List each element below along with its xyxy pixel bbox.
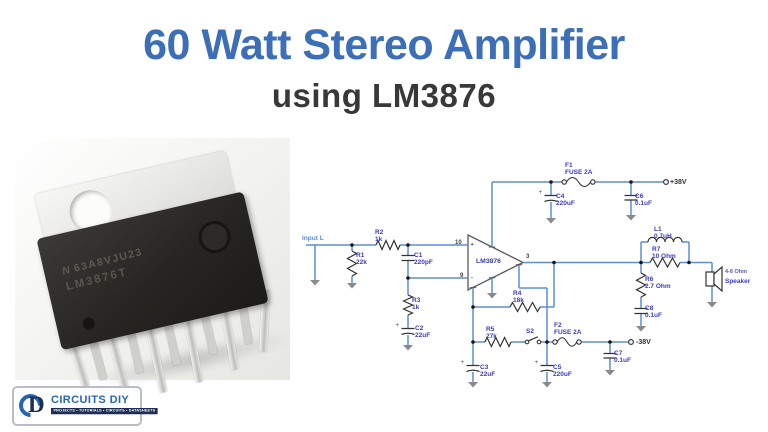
input-label: Input L — [302, 235, 324, 242]
switch-contact — [524, 339, 530, 345]
brand-tagline: PROJECTS • TUTORIALS • CIRCUITS • DATASH… — [51, 407, 158, 414]
ground-symbols — [310, 215, 717, 388]
manufacturer-logo-mark: N — [60, 263, 73, 278]
logo-text-column: CIRCUITS DIY PROJECTS • TUTORIALS • CIRC… — [51, 394, 158, 417]
fuse-terminal — [576, 339, 582, 345]
schematic-drawing: + + + + — [306, 176, 723, 388]
page-subtitle: using LM3876 — [271, 77, 497, 114]
resistor-symbols — [346, 239, 681, 348]
noninverting-mark: + — [470, 242, 474, 248]
speaker-label: Speaker — [725, 278, 751, 285]
positive-rail-label: +38V — [670, 178, 687, 186]
c3-plus-mark: + — [460, 360, 464, 366]
chip-package: N63A8VJU23 LM3876T — [2, 128, 301, 405]
label-s2: S2 — [526, 328, 534, 335]
brand-name: CIRCUITS DIY — [51, 394, 130, 407]
chip-mold-mark — [195, 217, 234, 257]
monogram-d: D — [28, 392, 45, 417]
switch-lever — [528, 336, 539, 342]
pin-number-10: 10 — [455, 240, 462, 246]
pin-number-3: 3 — [526, 254, 530, 260]
pin-stub-ticks — [469, 246, 523, 289]
c2-plus-mark: + — [395, 323, 399, 329]
ic-name: LM3876 — [476, 258, 501, 265]
fuse-terminal — [552, 339, 558, 345]
inverting-mark: - — [471, 274, 473, 281]
fuse-terminal — [561, 179, 567, 185]
c4-plus-mark: + — [538, 190, 542, 196]
junction-dots — [350, 180, 691, 344]
fuse-symbols — [556, 176, 592, 347]
schematic: + + + + — [298, 140, 768, 432]
speaker-impedance-label: 4-8 Ohm — [725, 269, 748, 275]
chip-marking: N63A8VJU23 LM3876T — [61, 245, 149, 295]
opamp-triangle — [467, 233, 525, 292]
polarized-capacitor-symbols — [401, 194, 558, 373]
negative-rail-label: -38V — [636, 338, 651, 346]
pin-number-9: 9 — [460, 273, 464, 279]
speaker-cone — [713, 265, 723, 293]
c5-plus-mark: + — [534, 360, 538, 366]
wires — [306, 181, 713, 382]
inductor-symbol — [647, 236, 683, 243]
switch-contact — [536, 339, 542, 345]
cd-monogram-icon: D — [14, 389, 47, 422]
positive-rail-terminal — [663, 178, 670, 185]
page-title: 60 Watt Stereo Amplifier — [143, 21, 625, 69]
chip-dimple — [81, 316, 96, 331]
negative-rail-terminal — [628, 339, 635, 346]
capacitor-symbols — [401, 194, 648, 359]
speaker-symbol — [705, 271, 715, 287]
chip-photo: N63A8VJU23 LM3876T — [15, 138, 296, 405]
fuse-terminal — [590, 179, 596, 185]
site-logo: D CIRCUITS DIY PROJECTS • TUTORIALS • CI… — [12, 386, 158, 426]
